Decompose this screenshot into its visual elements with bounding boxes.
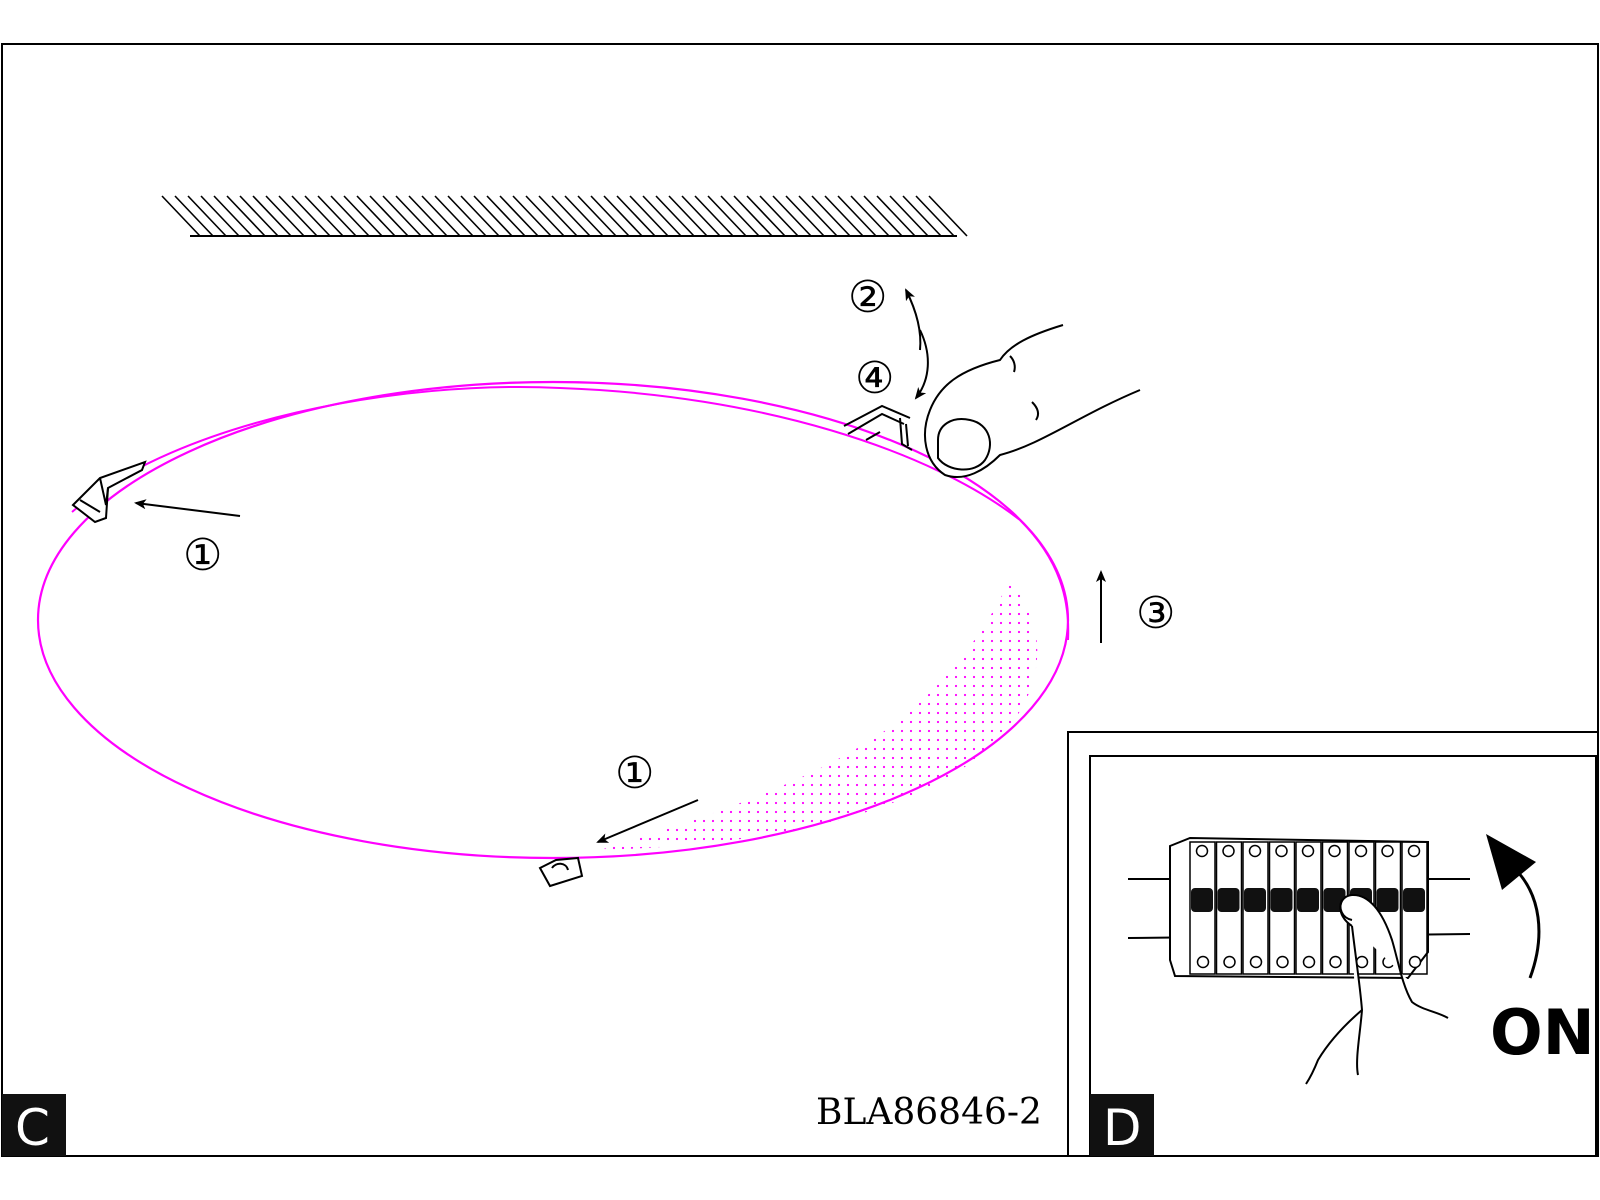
step-label-lift: ② [848, 272, 887, 323]
hatch-line [330, 195, 370, 237]
hatch-line [889, 195, 929, 237]
hatch-line [525, 195, 565, 237]
hatch-line [772, 195, 812, 237]
hatch-line [226, 195, 266, 237]
hatch-line [616, 195, 656, 237]
arrow-clip-left [134, 499, 241, 517]
panel-d-inner-frame [1089, 755, 1597, 1157]
hatch-line [421, 195, 461, 237]
hatch-line [928, 195, 968, 237]
hatch-line [369, 195, 409, 237]
hatch-line [382, 195, 422, 237]
ceiling-hatching [161, 195, 968, 237]
lamp-shade [36, 380, 1070, 860]
hatch-line [213, 195, 253, 237]
hatch-line [590, 195, 630, 237]
breaker-module [1401, 841, 1428, 975]
step-label-clip-bottom: ① [615, 748, 654, 799]
hatch-line [447, 195, 487, 237]
panel-d-badge [1090, 1094, 1154, 1156]
shade-highlight-dots [600, 580, 1038, 850]
hatch-line [733, 195, 773, 237]
hatch-line [252, 195, 292, 237]
arrow-clip-bottom [596, 799, 699, 843]
panel-c-label: C [15, 1099, 50, 1157]
hatch-line [707, 195, 747, 237]
hatch-line [278, 195, 318, 237]
hatch-line [174, 195, 214, 237]
arrow-lift-down [914, 329, 929, 400]
hatch-line [395, 195, 435, 237]
hatch-line [824, 195, 864, 237]
hatch-line [460, 195, 500, 237]
hatch-line [720, 195, 760, 237]
breaker-module [1215, 841, 1243, 975]
hatch-line [343, 195, 383, 237]
hatch-line [759, 195, 799, 237]
hatch-line [304, 195, 344, 237]
hatch-line [408, 195, 448, 237]
hatch-line [603, 195, 643, 237]
hatch-line [200, 195, 240, 237]
hatch-line [512, 195, 552, 237]
hatch-line [187, 195, 227, 237]
hand-thumb [924, 324, 1141, 479]
mounting-bracket [843, 404, 913, 451]
hatch-line [863, 195, 903, 237]
panel-d: ON D [1067, 731, 1599, 1157]
hatch-line [161, 195, 201, 237]
hatch-line [902, 195, 942, 237]
hatch-line [291, 195, 331, 237]
hatch-line [850, 195, 890, 237]
bottom-clip [538, 856, 584, 888]
breaker-module [1295, 841, 1322, 975]
hatch-line [655, 195, 695, 237]
hatch-line [577, 195, 617, 237]
arrows [134, 288, 1106, 843]
switch-state-label: ON [1490, 996, 1595, 1069]
step-label-push-up: ③ [1136, 588, 1175, 639]
rotate-arrow [1486, 834, 1541, 979]
hatch-line [629, 195, 669, 237]
step-label-clip-left: ① [183, 530, 222, 581]
hatch-line [798, 195, 838, 237]
hatch-line [668, 195, 708, 237]
hatch-line [499, 195, 539, 237]
breaker-module [1242, 841, 1269, 975]
breaker-module [1268, 841, 1296, 975]
left-clip [71, 460, 147, 524]
panel-c: ① ① ② ③ ④ BLA86846-2 C [1, 43, 1599, 1157]
hatch-line [811, 195, 851, 237]
hatch-line [915, 195, 955, 237]
hatch-line [434, 195, 474, 237]
breaker-module [1189, 841, 1216, 975]
panel-c-frame [1, 43, 1599, 1157]
hatch-line [538, 195, 578, 237]
hatch-line [642, 195, 682, 237]
hatch-line [551, 195, 591, 237]
hatch-line [876, 195, 916, 237]
hatch-line [265, 195, 305, 237]
hatch-line [317, 195, 357, 237]
step-label-press: ④ [855, 353, 894, 404]
hatch-line [356, 195, 396, 237]
hatch-line [785, 195, 825, 237]
panel-d-label: D [1103, 1099, 1142, 1157]
panel-c-badge [2, 1094, 66, 1156]
hatch-line [486, 195, 526, 237]
hatch-line [239, 195, 279, 237]
hatch-line [694, 195, 734, 237]
finger-pressing-switch [1305, 893, 1449, 1085]
hatch-line [746, 195, 786, 237]
hatch-line [681, 195, 721, 237]
hatch-line [837, 195, 877, 237]
model-code: BLA86846-2 [816, 1092, 1042, 1133]
hatch-line [564, 195, 604, 237]
hatch-line [473, 195, 513, 237]
arrow-lift-up [905, 288, 922, 351]
